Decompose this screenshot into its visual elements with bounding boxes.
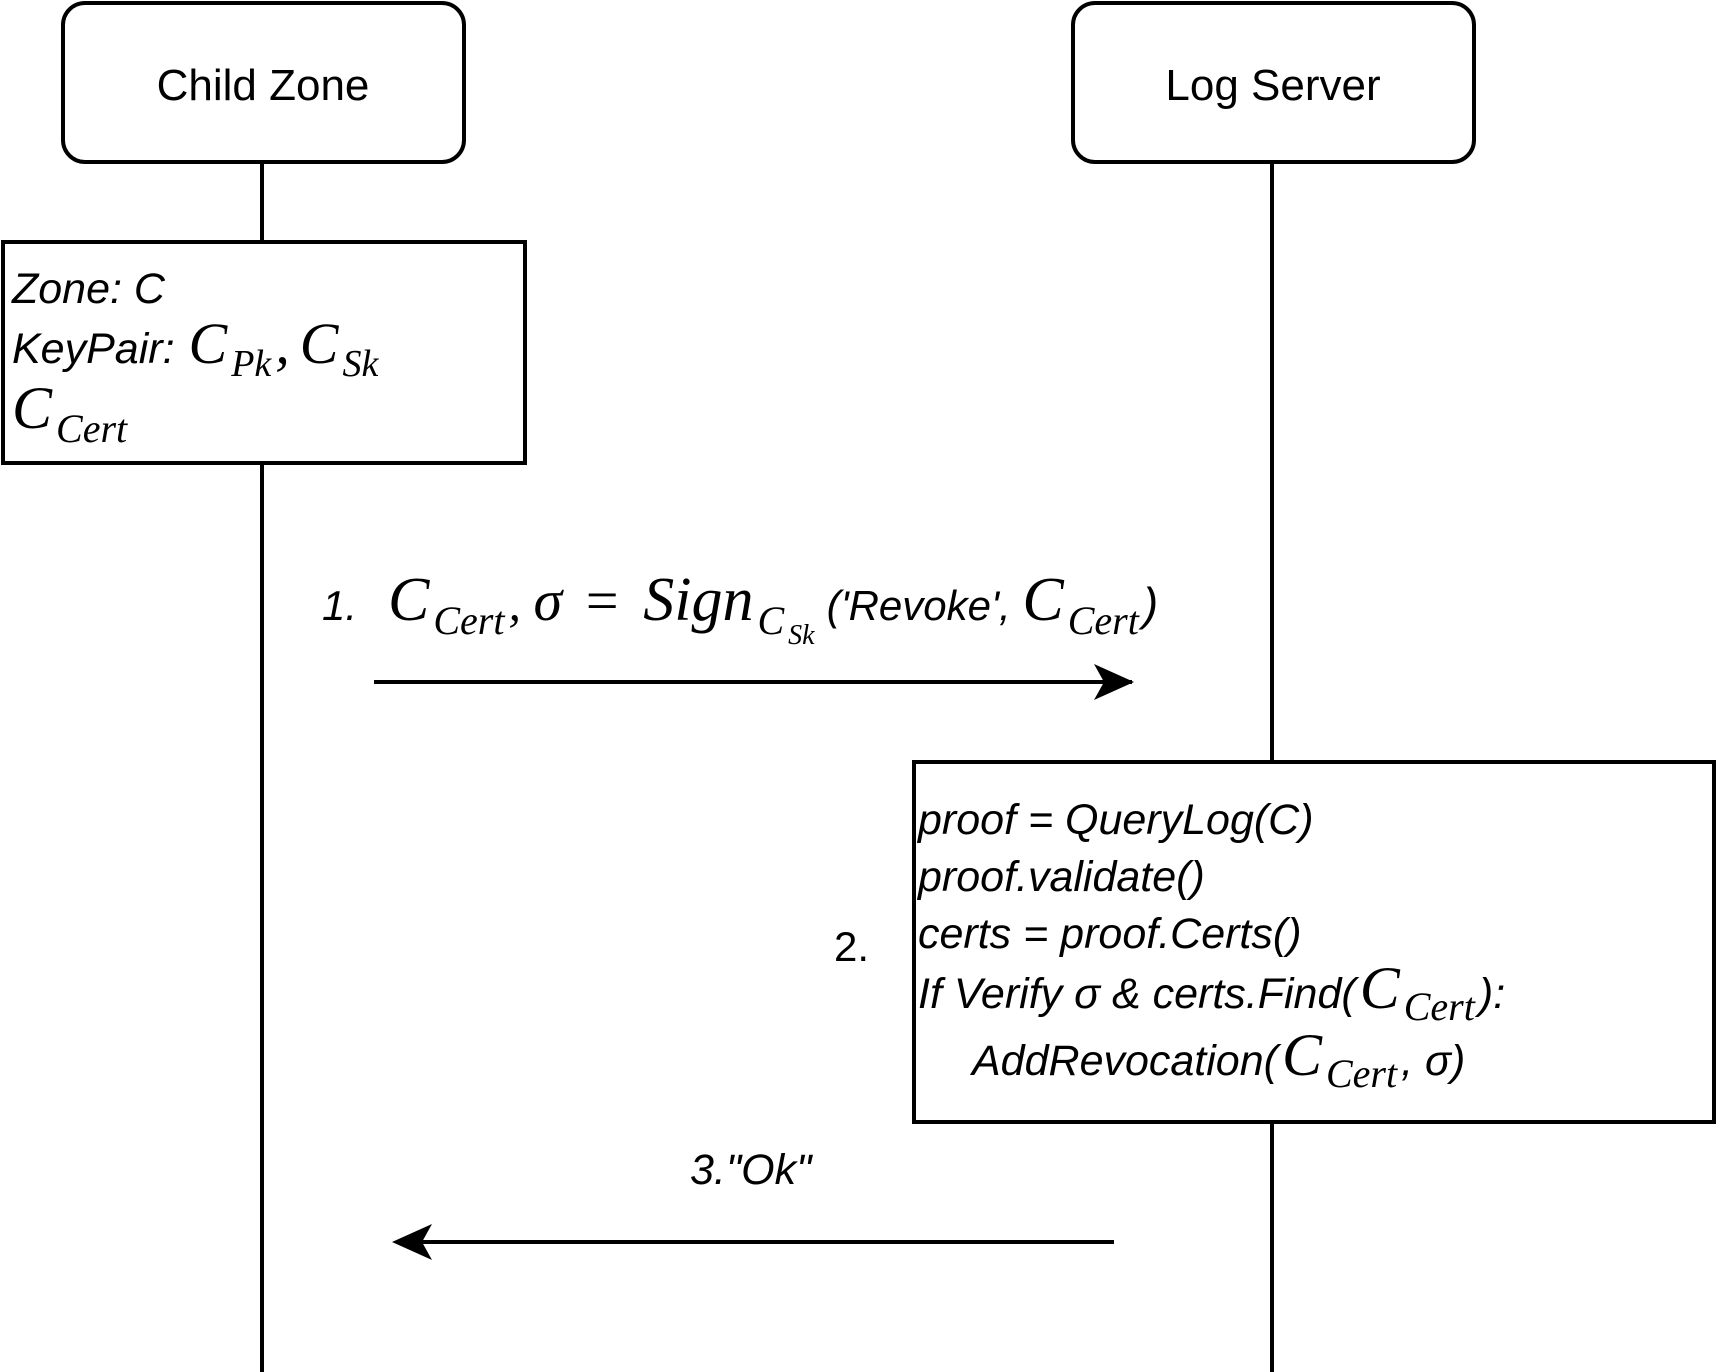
zone-label: Zone: C	[11, 265, 166, 313]
zone-info-box: Zone: C KeyPair: C Pk , C Sk C Cert	[1, 240, 527, 465]
sk-sub: Sk	[342, 343, 379, 385]
pk-sub: Pk	[230, 343, 272, 385]
process-line-5: AddRevocation( C Cert , σ)	[969, 1022, 1465, 1096]
process-line-3: certs = proof.Certs()	[918, 910, 1302, 958]
process-line-1: proof = QueryLog(C)	[916, 796, 1314, 844]
message-1-args-open: ('Revoke',	[827, 582, 1023, 629]
process-line-4-post: ):	[1474, 970, 1505, 1018]
message-1-sign: Sign	[643, 566, 753, 634]
process-line-4: If Verify σ & certs.Find( C Cert ):	[918, 955, 1505, 1029]
message-1-number: 1.	[322, 582, 357, 629]
message-1-arg-sub: Cert	[1068, 598, 1140, 643]
message-3-arrowhead	[392, 1224, 432, 1260]
process-line-5-post: , σ)	[1401, 1037, 1465, 1085]
message-1-cert-base: C	[388, 566, 430, 634]
participant-log-server-label: Log Server	[1165, 61, 1380, 110]
sk-base: C	[300, 311, 340, 376]
process-line-5-pre: AddRevocation(	[969, 1037, 1282, 1085]
process-line-4-base: C	[1360, 955, 1401, 1021]
message-1-sigma: σ	[533, 568, 564, 633]
participant-child-zone-label: Child Zone	[157, 61, 370, 110]
pk-base: C	[189, 311, 229, 376]
process-line-4-pre: If Verify σ & certs.Find(	[918, 970, 1359, 1018]
process-line-4-sub: Cert	[1404, 984, 1476, 1029]
keypair-line: KeyPair: C Pk , C Sk	[12, 311, 379, 385]
process-line-5-sub: Cert	[1326, 1051, 1398, 1096]
process-line-2: proof.validate()	[916, 853, 1205, 901]
message-1-sign-sub-base: C	[757, 598, 785, 643]
cert-base: C	[12, 375, 53, 441]
message-1-arg-base: C	[1022, 566, 1064, 634]
process-line-5-base: C	[1282, 1022, 1323, 1088]
message-1-arrowhead	[1094, 664, 1134, 700]
log-server-process-box: proof = QueryLog(C) proof.validate() cer…	[912, 760, 1716, 1124]
message-1-args-close: )	[1138, 578, 1158, 630]
keypair-label: KeyPair:	[12, 325, 175, 373]
message-1-equals: =	[582, 568, 621, 633]
cert-sub: Cert	[56, 406, 128, 451]
message-1-separator: ,	[508, 575, 533, 631]
participant-child-zone: Child Zone	[61, 1, 466, 164]
message-1-label: 1. C Cert , σ = Sign C Sk ('Revoke', C C…	[322, 566, 1158, 651]
participant-log-server: Log Server	[1071, 1, 1476, 164]
process-step-number: 2.	[834, 923, 869, 970]
cert-line: C Cert	[12, 375, 128, 451]
message-3-label: 3."Ok"	[690, 1146, 813, 1194]
pk-comma: ,	[275, 311, 290, 376]
message-1-sign-sub-sub: Sk	[788, 620, 815, 651]
message-1-cert-sub: Cert	[433, 598, 505, 643]
